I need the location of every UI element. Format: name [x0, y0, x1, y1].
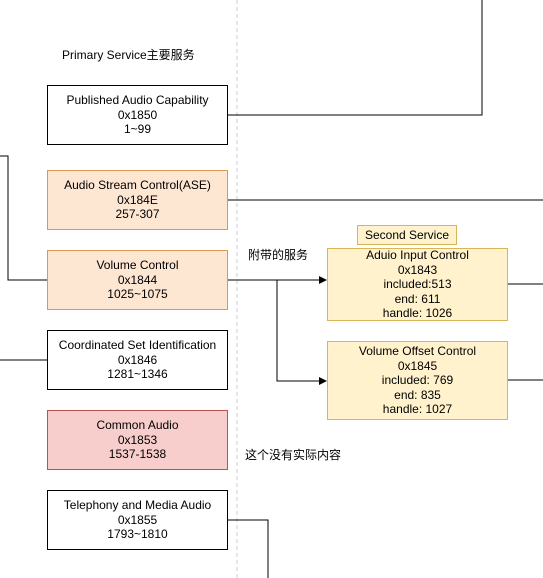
secondary-included: included: 769	[381, 373, 454, 388]
no-content-note: 这个没有实际内容	[245, 448, 342, 462]
service-uuid: 0x1844	[117, 272, 158, 287]
secondary-name: Aduio Input Control	[366, 248, 469, 263]
service-range: 1793~1810	[107, 527, 168, 542]
attached-service-label: 附带的服务	[248, 248, 309, 262]
service-name: Coordinated Set Identification	[58, 338, 217, 353]
service-name: Telephony and Media Audio	[63, 498, 212, 513]
service-uuid: 0x1853	[117, 432, 158, 447]
secondary-handle: handle: 1026	[382, 306, 453, 321]
secondary-box-audio-input[interactable]: Aduio Input Control 0x1843 included:513 …	[327, 248, 508, 321]
service-range: 1281~1346	[107, 367, 168, 382]
secondary-name: Volume Offset Control	[358, 344, 477, 359]
secondary-uuid: 0x1845	[397, 358, 438, 373]
service-box-volume-control[interactable]: Volume Control 0x1844 1025~1075	[47, 250, 228, 310]
service-name: Audio Stream Control(ASE)	[64, 178, 211, 193]
service-uuid: 0x184E	[117, 192, 158, 207]
service-range: 1537-1538	[108, 447, 167, 462]
service-name: Volume Control	[96, 258, 179, 273]
service-range: 1025~1075	[107, 287, 168, 302]
service-range: 257-307	[115, 207, 160, 222]
connector-volume-to-offset	[276, 280, 327, 385]
secondary-end: end: 611	[394, 291, 441, 306]
secondary-handle: handle: 1027	[382, 402, 453, 417]
secondary-included: included:513	[383, 277, 452, 292]
secondary-end: end: 835	[394, 387, 441, 402]
secondary-box-volume-offset[interactable]: Volume Offset Control 0x1845 included: 7…	[327, 341, 508, 420]
service-uuid: 0x1850	[117, 107, 158, 122]
connector-published-audio	[228, 0, 483, 116]
service-name: Published Audio Capability	[66, 93, 209, 108]
service-uuid: 0x1855	[117, 512, 158, 527]
service-box-telephony-media[interactable]: Telephony and Media Audio 0x1855 1793~18…	[47, 490, 228, 550]
connector-left-volume	[0, 155, 47, 281]
service-box-common-audio[interactable]: Common Audio 0x1853 1537-1538	[47, 410, 228, 470]
primary-service-label: Primary Service主要服务	[62, 48, 195, 62]
service-box-coordinated-set[interactable]: Coordinated Set Identification 0x1846 12…	[47, 330, 228, 390]
service-box-published-audio[interactable]: Published Audio Capability 0x1850 1~99	[47, 85, 228, 145]
second-service-tag: Second Service	[357, 225, 457, 245]
service-name: Common Audio	[96, 418, 179, 433]
service-range: 1~99	[123, 122, 152, 137]
service-box-audio-stream[interactable]: Audio Stream Control(ASE) 0x184E 257-307	[47, 170, 228, 230]
secondary-uuid: 0x1843	[397, 262, 438, 277]
connector-telephony	[228, 519, 269, 578]
service-uuid: 0x1846	[117, 352, 158, 367]
